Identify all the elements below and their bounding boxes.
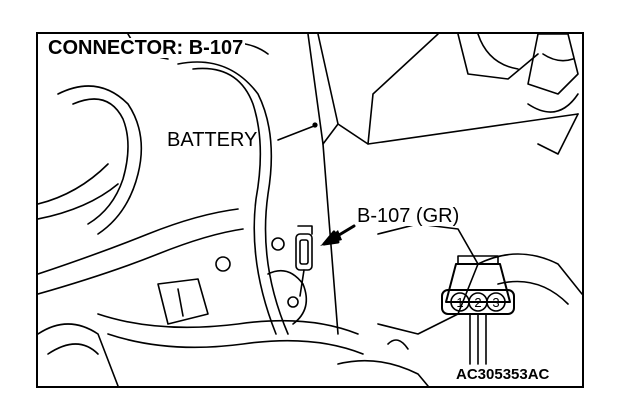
connector-face: 1 2 3 — [441, 255, 515, 365]
battery-leader-line — [277, 125, 315, 141]
connector-title: CONNECTOR: B-107 — [46, 37, 246, 59]
battery-leader-dot — [312, 122, 318, 128]
b107-connector-body — [295, 225, 313, 297]
lower-components — [38, 223, 582, 386]
pin-2-label: 2 — [474, 295, 481, 310]
connector-label: B-107 (GR) — [356, 205, 461, 227]
engine-bay-figure: 1 2 3 CONNECTOR: B-107 BATTERY B-107 (GR… — [36, 32, 584, 388]
pin-1-label: 1 — [456, 295, 463, 310]
battery-outline — [307, 34, 579, 335]
pin-3-label: 3 — [492, 295, 499, 310]
engine-bay-illustration: 1 2 3 — [38, 34, 582, 386]
figure-code: AC305353AC — [454, 366, 552, 383]
pin-3 — [486, 292, 506, 312]
connector-arrow-head — [320, 230, 342, 246]
battery-label: BATTERY — [166, 129, 259, 151]
